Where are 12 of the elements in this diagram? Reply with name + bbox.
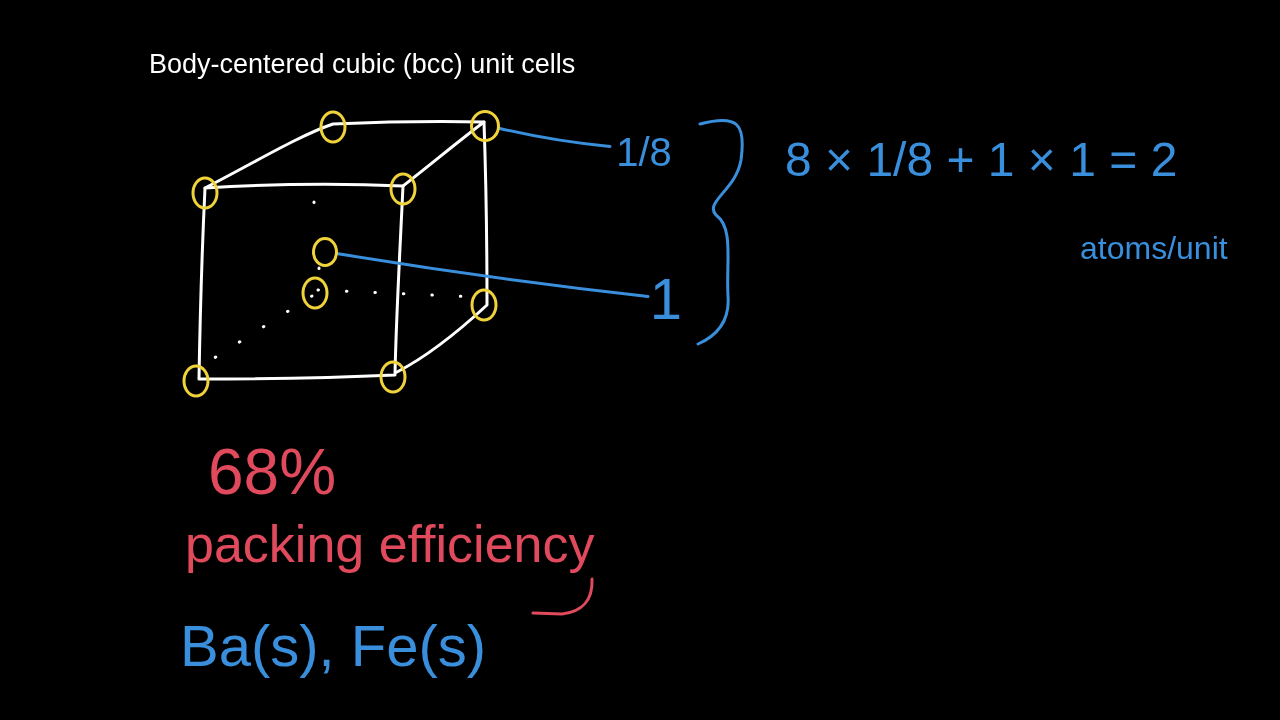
fraction-label: 1/8 [610,126,678,178]
leader-line [498,126,612,148]
percentage-text: 68% [208,435,337,510]
annotation-text: packing efficiency [185,514,595,575]
leader-line [336,252,650,298]
count-label: 1 [648,268,684,330]
equation-text: 8 × 1/8 + 1 × 1 = 2 [785,132,1178,188]
title-text: Body-centered cubic (bcc) unit cells [149,48,576,81]
atom-circle [312,237,338,267]
element-examples-text: Ba(s), Fe(s) [180,612,487,680]
atom-circle [470,110,500,142]
unit-annotation: atoms/unit [1080,229,1228,268]
